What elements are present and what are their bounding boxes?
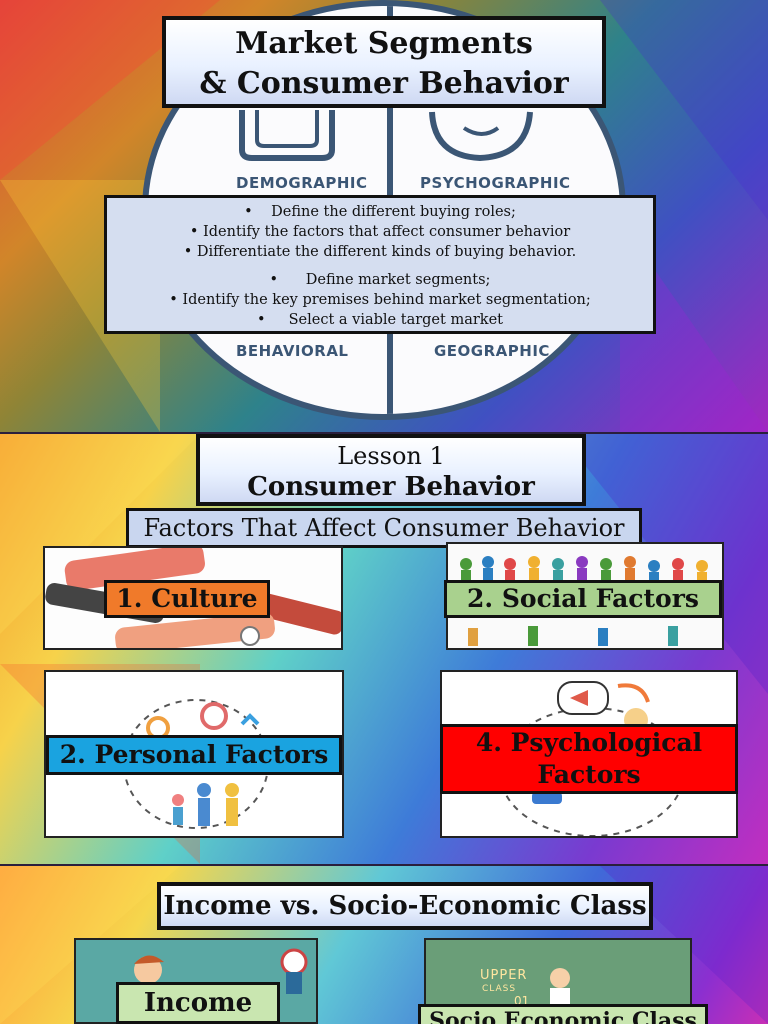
slide1-title-line2: & Consumer Behavior xyxy=(199,66,569,101)
objective-item: • Define the different buying roles; xyxy=(244,204,516,220)
slide-separator xyxy=(0,432,768,434)
quadrant-icons xyxy=(239,110,533,162)
quadrant-psychographic: PSYCHOGRAPHIC xyxy=(420,174,571,192)
objective-item: • Define market segments; xyxy=(269,272,491,288)
quadrant-geographic: GEOGRAPHIC xyxy=(434,342,550,360)
objective-item: • Differentiate the different kinds of b… xyxy=(183,244,577,260)
slide1-title-box: Market Segments & Consumer Behavior xyxy=(162,16,606,108)
demographic-icon xyxy=(239,110,335,161)
learning-objectives-box: • Define the different buying roles; • I… xyxy=(104,195,656,334)
psychographic-icon xyxy=(429,111,533,162)
factors-subheading: Factors That Affect Consumer Behavior xyxy=(126,508,642,548)
objective-item: • Identify the factors that affect consu… xyxy=(189,224,571,240)
social-factors-label: 2. Social Factors xyxy=(444,580,722,618)
class-text: CLASS xyxy=(482,984,517,994)
lesson-title-box: Lesson 1 Consumer Behavior xyxy=(196,434,586,506)
socio-economic-label: Socio Economic Class xyxy=(418,1004,708,1024)
lesson-number: Lesson 1 xyxy=(337,442,445,470)
lesson-title: Consumer Behavior xyxy=(247,472,535,502)
quadrant-behavioral: BEHAVIORAL xyxy=(236,342,349,360)
slide-market-segments: DEMOGRAPHIC PSYCHOGRAPHIC BEHAVIORAL GEO… xyxy=(0,0,768,432)
psychological-factors-label: 4. Psychological Factors xyxy=(440,724,738,794)
slide1-title-line1: Market Segments xyxy=(235,26,533,61)
quadrant-demographic: DEMOGRAPHIC xyxy=(236,174,368,192)
upper-text: UPPER xyxy=(480,968,528,983)
slide3-title: Income vs. Socio-Economic Class xyxy=(157,882,653,930)
objective-item: • Identify the key premises behind marke… xyxy=(169,292,591,308)
culture-label: 1. Culture xyxy=(104,580,270,618)
slide-separator xyxy=(0,864,768,866)
income-label: Income xyxy=(116,982,280,1024)
personal-factors-label: 2. Personal Factors xyxy=(46,735,342,775)
objective-item: • Select a viable target market xyxy=(257,312,503,328)
